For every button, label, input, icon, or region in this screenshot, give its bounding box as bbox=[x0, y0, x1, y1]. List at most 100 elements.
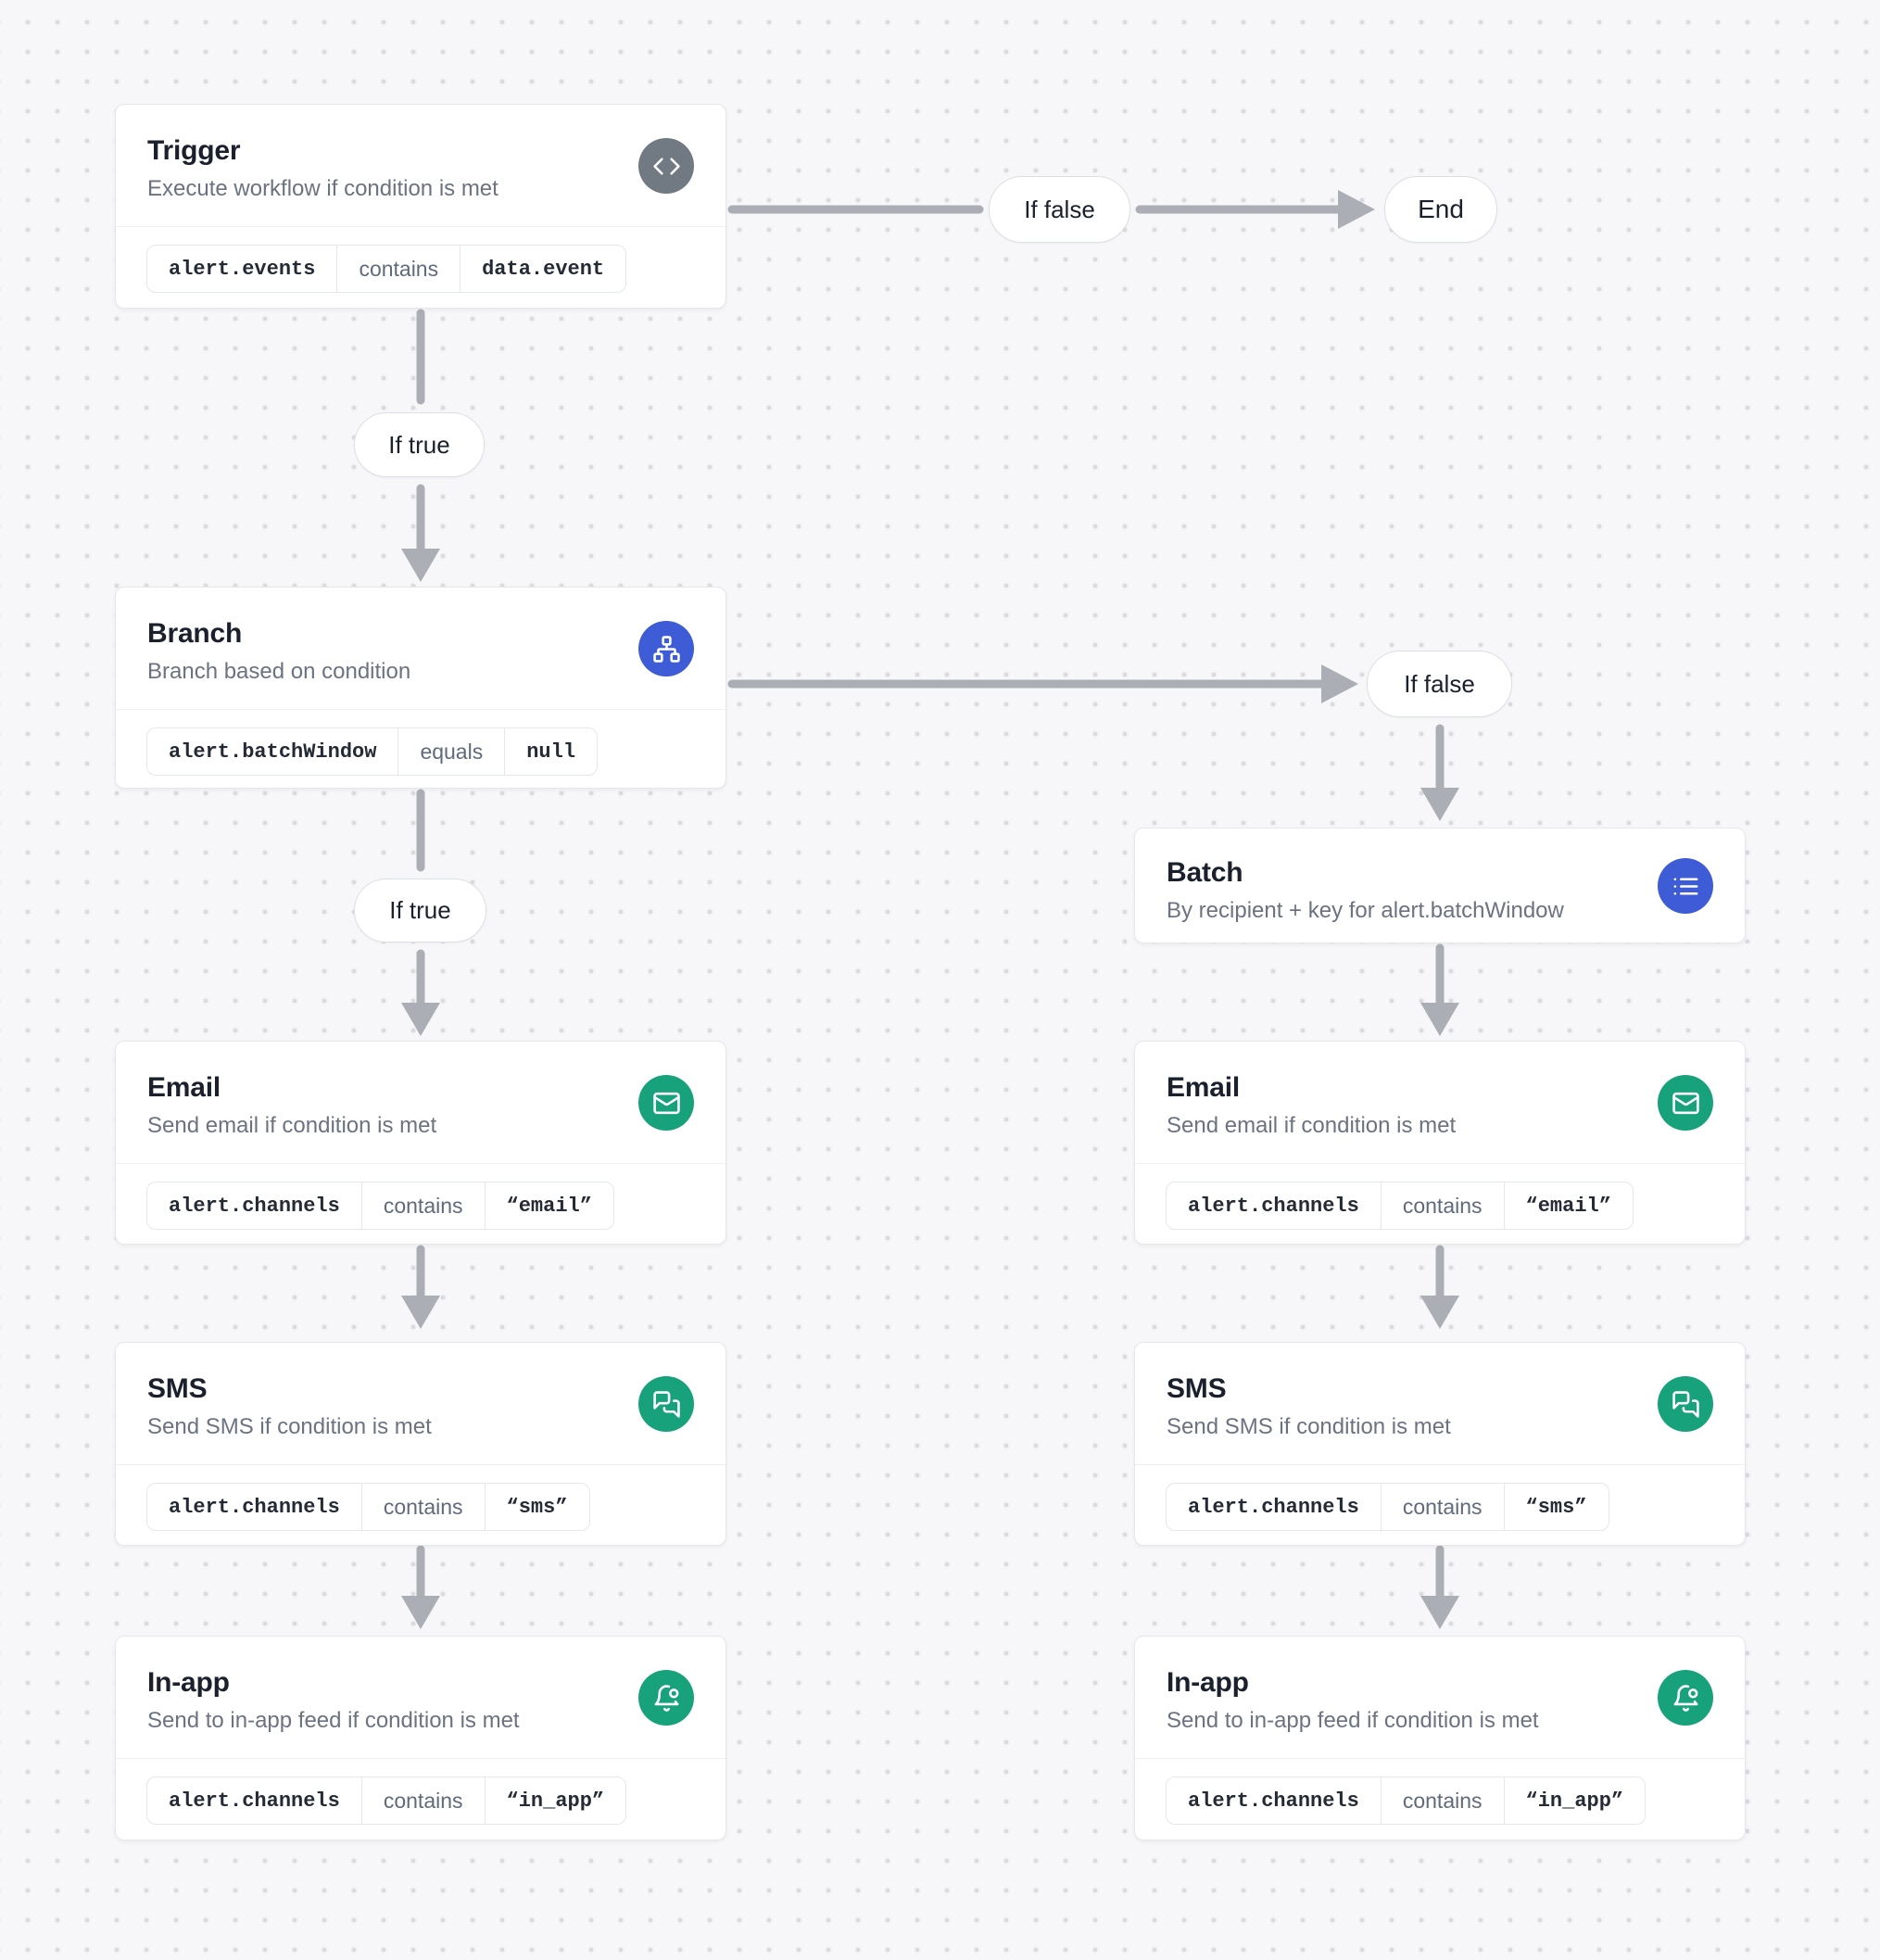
condition-field: alert.channels bbox=[1188, 1789, 1359, 1813]
edge-label-if-false-top: If false bbox=[989, 176, 1130, 243]
node-description: Execute workflow if condition is met bbox=[147, 176, 498, 201]
condition-value: null bbox=[504, 728, 597, 775]
sms-node-left[interactable]: SMS Send SMS if condition is met alert.c… bbox=[115, 1342, 726, 1546]
node-title: Email bbox=[147, 1072, 221, 1103]
arrowhead-batch bbox=[1420, 788, 1459, 821]
node-title: In-app bbox=[1167, 1667, 1249, 1698]
node-header: Email Send email if condition is met bbox=[116, 1042, 726, 1140]
code-icon bbox=[638, 138, 694, 194]
condition-chip[interactable]: alert.channels contains “sms” bbox=[1166, 1483, 1609, 1531]
condition-field: alert.events bbox=[169, 257, 316, 281]
condition-field: alert.channels bbox=[169, 1789, 340, 1813]
edge-label-text: If true bbox=[388, 430, 450, 459]
condition-operator: contains bbox=[1380, 1182, 1504, 1229]
condition-chip[interactable]: alert.channels contains “email” bbox=[146, 1182, 614, 1230]
chat-bubbles-icon bbox=[638, 1376, 694, 1432]
mail-icon bbox=[1658, 1075, 1713, 1131]
edge-label-text: If true bbox=[389, 896, 451, 924]
edge-label-text: If false bbox=[1024, 195, 1095, 223]
node-header: Branch Branch based on condition bbox=[116, 588, 726, 686]
condition-value: “in_app” bbox=[484, 1777, 626, 1824]
condition-section: alert.events contains data.event bbox=[116, 226, 726, 293]
condition-chip[interactable]: alert.batchWindow equals null bbox=[146, 727, 599, 776]
node-description: Send email if condition is met bbox=[1167, 1113, 1457, 1138]
node-description: Send to in-app feed if condition is met bbox=[1167, 1708, 1539, 1733]
branch-node[interactable]: Branch Branch based on condition alert.b… bbox=[115, 587, 726, 789]
condition-field: alert.batchWindow bbox=[169, 740, 377, 764]
node-description: Send email if condition is met bbox=[147, 1113, 437, 1138]
condition-value: data.event bbox=[460, 246, 625, 292]
node-description: Send SMS if condition is met bbox=[1167, 1414, 1451, 1439]
edge-label-text: If false bbox=[1404, 669, 1475, 698]
condition-section: alert.channels contains “in_app” bbox=[116, 1758, 726, 1825]
condition-chip[interactable]: alert.channels contains “in_app” bbox=[1166, 1777, 1647, 1825]
node-title: SMS bbox=[1167, 1373, 1227, 1404]
sitemap-icon bbox=[638, 621, 694, 677]
node-header: Trigger Execute workflow if condition is… bbox=[116, 105, 726, 203]
arrowhead-sms-right bbox=[1420, 1296, 1459, 1329]
node-title: In-app bbox=[147, 1667, 230, 1698]
inapp-node-right[interactable]: In-app Send to in-app feed if condition … bbox=[1134, 1636, 1746, 1840]
edge-label-if-true-1: If true bbox=[354, 412, 485, 477]
condition-chip[interactable]: alert.channels contains “email” bbox=[1166, 1182, 1634, 1230]
condition-value: “in_app” bbox=[1503, 1777, 1646, 1824]
condition-value: “sms” bbox=[1503, 1484, 1609, 1530]
bell-dot-icon bbox=[1658, 1670, 1713, 1726]
list-icon bbox=[1658, 858, 1713, 914]
condition-section: alert.channels contains “sms” bbox=[116, 1464, 726, 1531]
condition-value: “email” bbox=[484, 1182, 613, 1229]
condition-field: alert.channels bbox=[1188, 1495, 1359, 1519]
condition-field: alert.channels bbox=[169, 1495, 340, 1519]
arrowhead-iffalse bbox=[1321, 664, 1358, 703]
end-node[interactable]: End bbox=[1384, 176, 1497, 243]
node-description: Branch based on condition bbox=[147, 659, 411, 684]
condition-chip[interactable]: alert.channels contains “in_app” bbox=[146, 1777, 627, 1825]
email-node-right[interactable]: Email Send email if condition is met ale… bbox=[1134, 1041, 1746, 1245]
condition-value: “email” bbox=[1503, 1182, 1633, 1229]
arrowhead-branch bbox=[401, 549, 440, 582]
arrowhead-inapp-right bbox=[1420, 1596, 1459, 1629]
arrowhead-email-right bbox=[1420, 1003, 1459, 1036]
batch-node[interactable]: Batch By recipient + key for alert.batch… bbox=[1134, 828, 1746, 943]
sms-node-right[interactable]: SMS Send SMS if condition is met alert.c… bbox=[1134, 1342, 1746, 1546]
node-header: SMS Send SMS if condition is met bbox=[1135, 1343, 1745, 1441]
mail-icon bbox=[638, 1075, 694, 1131]
condition-section: alert.channels contains “email” bbox=[1135, 1163, 1745, 1230]
inapp-node-left[interactable]: In-app Send to in-app feed if condition … bbox=[115, 1636, 726, 1840]
arrowhead-sms-left bbox=[401, 1296, 440, 1329]
condition-section: alert.channels contains “sms” bbox=[1135, 1464, 1745, 1531]
chat-bubbles-icon bbox=[1658, 1376, 1713, 1432]
condition-operator: contains bbox=[360, 1182, 485, 1229]
node-title: Email bbox=[1167, 1072, 1241, 1103]
condition-chip[interactable]: alert.events contains data.event bbox=[146, 245, 627, 293]
trigger-node[interactable]: Trigger Execute workflow if condition is… bbox=[115, 104, 726, 309]
email-node-left[interactable]: Email Send email if condition is met ale… bbox=[115, 1041, 726, 1245]
node-header: In-app Send to in-app feed if condition … bbox=[1135, 1637, 1745, 1735]
condition-operator: contains bbox=[1380, 1484, 1504, 1530]
node-header: SMS Send SMS if condition is met bbox=[116, 1343, 726, 1441]
edge-label-if-false-branch: If false bbox=[1367, 651, 1512, 717]
condition-operator: contains bbox=[1380, 1777, 1504, 1824]
node-description: By recipient + key for alert.batchWindow bbox=[1167, 898, 1564, 923]
node-title: Batch bbox=[1167, 857, 1243, 888]
arrowhead-inapp-left bbox=[401, 1596, 440, 1629]
condition-chip[interactable]: alert.channels contains “sms” bbox=[146, 1483, 590, 1531]
node-title: Trigger bbox=[147, 135, 241, 166]
edge-label-if-true-2: If true bbox=[354, 879, 486, 942]
node-description: Send SMS if condition is met bbox=[147, 1414, 432, 1439]
arrowhead-email-left bbox=[401, 1003, 440, 1036]
condition-section: alert.batchWindow equals null bbox=[116, 709, 726, 776]
condition-section: alert.channels contains “email” bbox=[116, 1163, 726, 1230]
condition-operator: contains bbox=[360, 1484, 485, 1530]
end-node-label: End bbox=[1418, 195, 1464, 223]
node-title: SMS bbox=[147, 1373, 208, 1404]
condition-operator: contains bbox=[336, 246, 460, 292]
node-header: Batch By recipient + key for alert.batch… bbox=[1135, 828, 1745, 925]
node-header: Email Send email if condition is met bbox=[1135, 1042, 1745, 1140]
condition-field: alert.channels bbox=[169, 1194, 340, 1218]
bell-dot-icon bbox=[638, 1670, 694, 1726]
node-title: Branch bbox=[147, 618, 243, 649]
arrowhead-end bbox=[1338, 190, 1375, 229]
node-description: Send to in-app feed if condition is met bbox=[147, 1708, 520, 1733]
